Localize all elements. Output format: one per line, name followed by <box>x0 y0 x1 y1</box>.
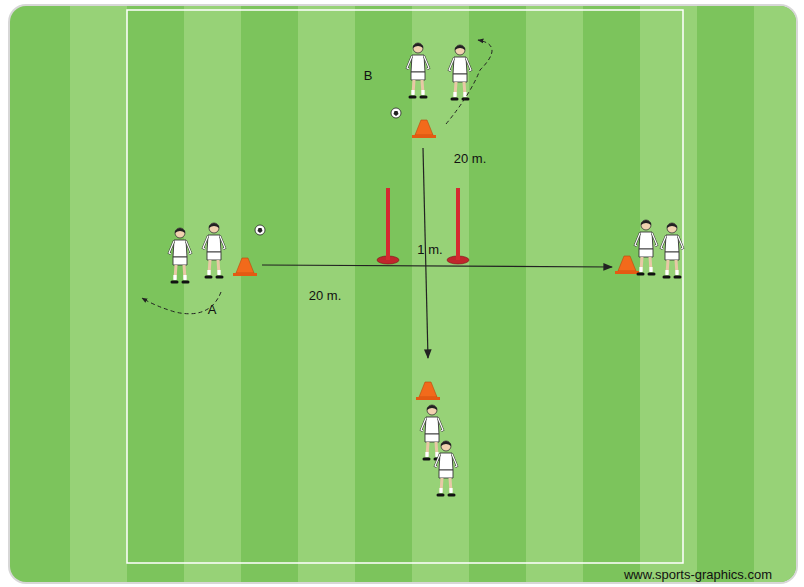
dimension-label: 1 m. <box>417 243 442 257</box>
dimension-label: 20 m. <box>454 152 487 166</box>
watermark: www.sports-graphics.com <box>624 568 772 582</box>
group-letter: A <box>208 303 217 317</box>
dimension-label: 20 m. <box>309 289 342 303</box>
group-letter: B <box>364 69 373 83</box>
